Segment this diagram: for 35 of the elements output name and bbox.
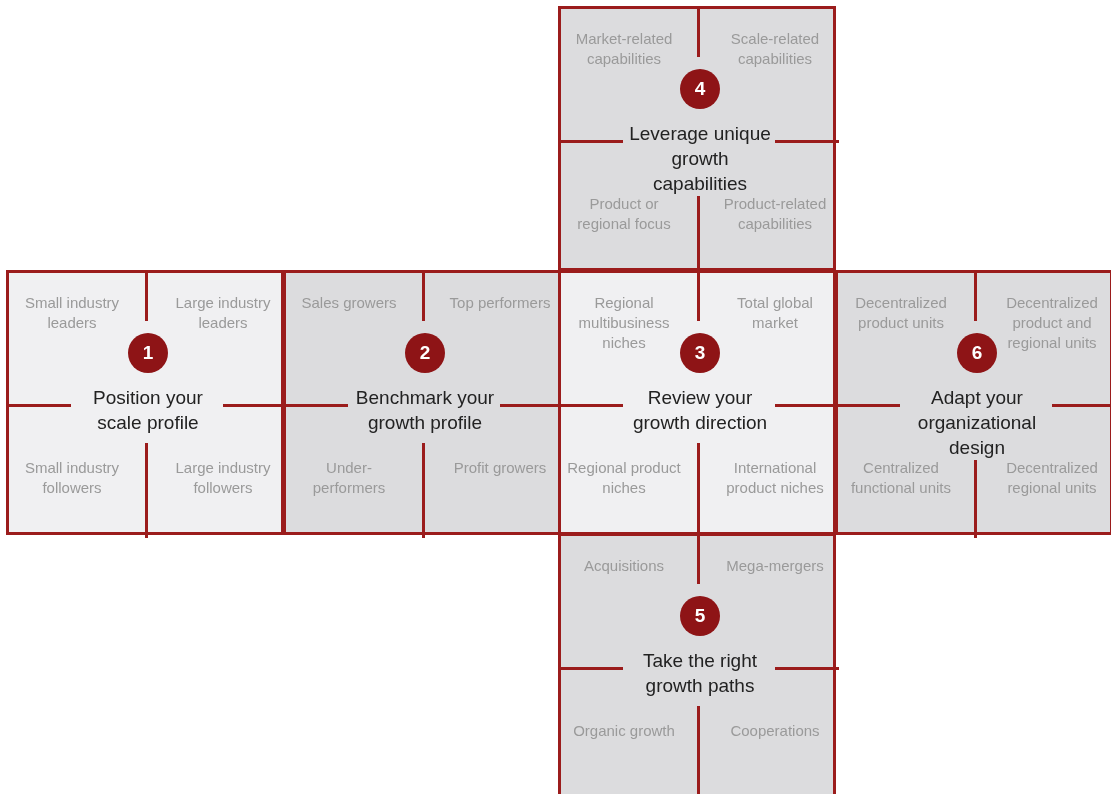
step-number-badge: 2 [405, 333, 445, 373]
quadrant-label: Product-related capabilities [716, 194, 834, 234]
quadrant-label: Profit growers [441, 458, 559, 478]
quadrant-label: Large industry leaders [164, 293, 282, 333]
quadrant-label: Sales growers [290, 293, 408, 313]
quadrant-label: Product or regional focus [565, 194, 683, 234]
quadrant-label: Small industry followers [13, 458, 131, 498]
step-number-badge: 5 [680, 596, 720, 636]
cube-face [835, 270, 1111, 535]
quadrant-label: Total global market [716, 293, 834, 333]
cube-face [558, 533, 836, 794]
quadrant-label: Regional product niches [565, 458, 683, 498]
quadrant-label: Small industry leaders [13, 293, 131, 333]
cube-face [558, 270, 836, 535]
quadrant-label: Organic growth [565, 721, 683, 741]
quadrant-label: Under-performers [290, 458, 408, 498]
step-number-badge: 3 [680, 333, 720, 373]
step-number-badge: 4 [680, 69, 720, 109]
quadrant-label: Regional multibusiness niches [565, 293, 683, 353]
quadrant-label: Scale-related capabilities [716, 29, 834, 69]
cube-face [558, 6, 836, 271]
quadrant-label: Market-related capabilities [565, 29, 683, 69]
cube-face [6, 270, 284, 535]
quadrant-label: Large industry followers [164, 458, 282, 498]
quadrant-label: Mega-mergers [716, 556, 834, 576]
cube-face [283, 270, 561, 535]
quadrant-label: Top performers [441, 293, 559, 313]
step-number-badge: 6 [957, 333, 997, 373]
quadrant-label: Acquisitions [565, 556, 683, 576]
quadrant-label: Cooperations [716, 721, 834, 741]
quadrant-label: Decentralized regional units [993, 458, 1111, 498]
quadrant-label: Centralized functional units [842, 458, 960, 498]
quadrant-label: Decentralized product units [842, 293, 960, 333]
quadrant-label: International product niches [716, 458, 834, 498]
step-number-badge: 1 [128, 333, 168, 373]
